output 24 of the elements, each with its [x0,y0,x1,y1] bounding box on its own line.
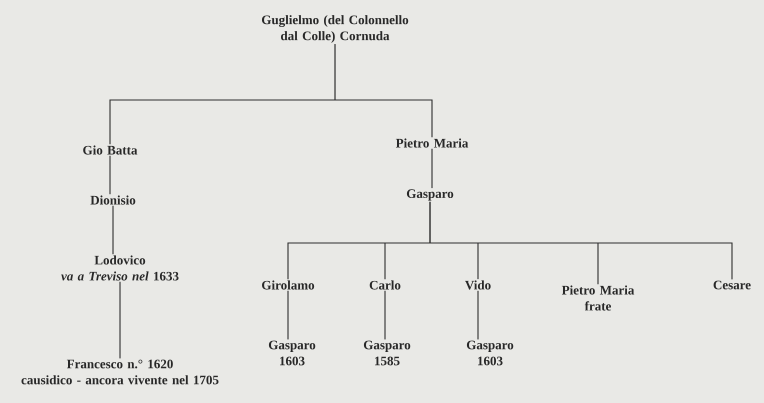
name-label: Vido [465,280,491,290]
tree-line [119,282,121,358]
name-label: Gasparo 1585 [364,340,410,366]
name-label: Pietro Maria frate [562,285,634,311]
name-label: Francesco n.° 1620 causidico - ancora vivente nel 1705 [22,360,218,384]
name-label: Lodovico va a Treviso nel 1633 [61,255,179,281]
tree-line [477,290,479,340]
name-label: Gasparo [406,189,454,201]
name-label: Dionisio [90,195,136,205]
name-label: Guglielmo (del Colonnello dal Colle) Cornuda [262,15,408,43]
tree-line [334,44,433,138]
tree-line [109,156,111,194]
name-label: Girolamo [262,280,314,290]
tree-line [287,290,289,340]
tree-line [431,148,433,188]
name-label: Gasparo 1603 [268,340,316,366]
name-label: Gasparo 1603 [466,340,514,366]
tree-line [112,206,114,254]
tree-line [384,290,386,340]
name-label: Cesare [714,280,751,290]
name-label: Carlo [370,280,400,290]
name-label: Pietro Maria [396,138,468,148]
tree-line [429,202,733,280]
name-label: Gio Batta [83,145,138,155]
